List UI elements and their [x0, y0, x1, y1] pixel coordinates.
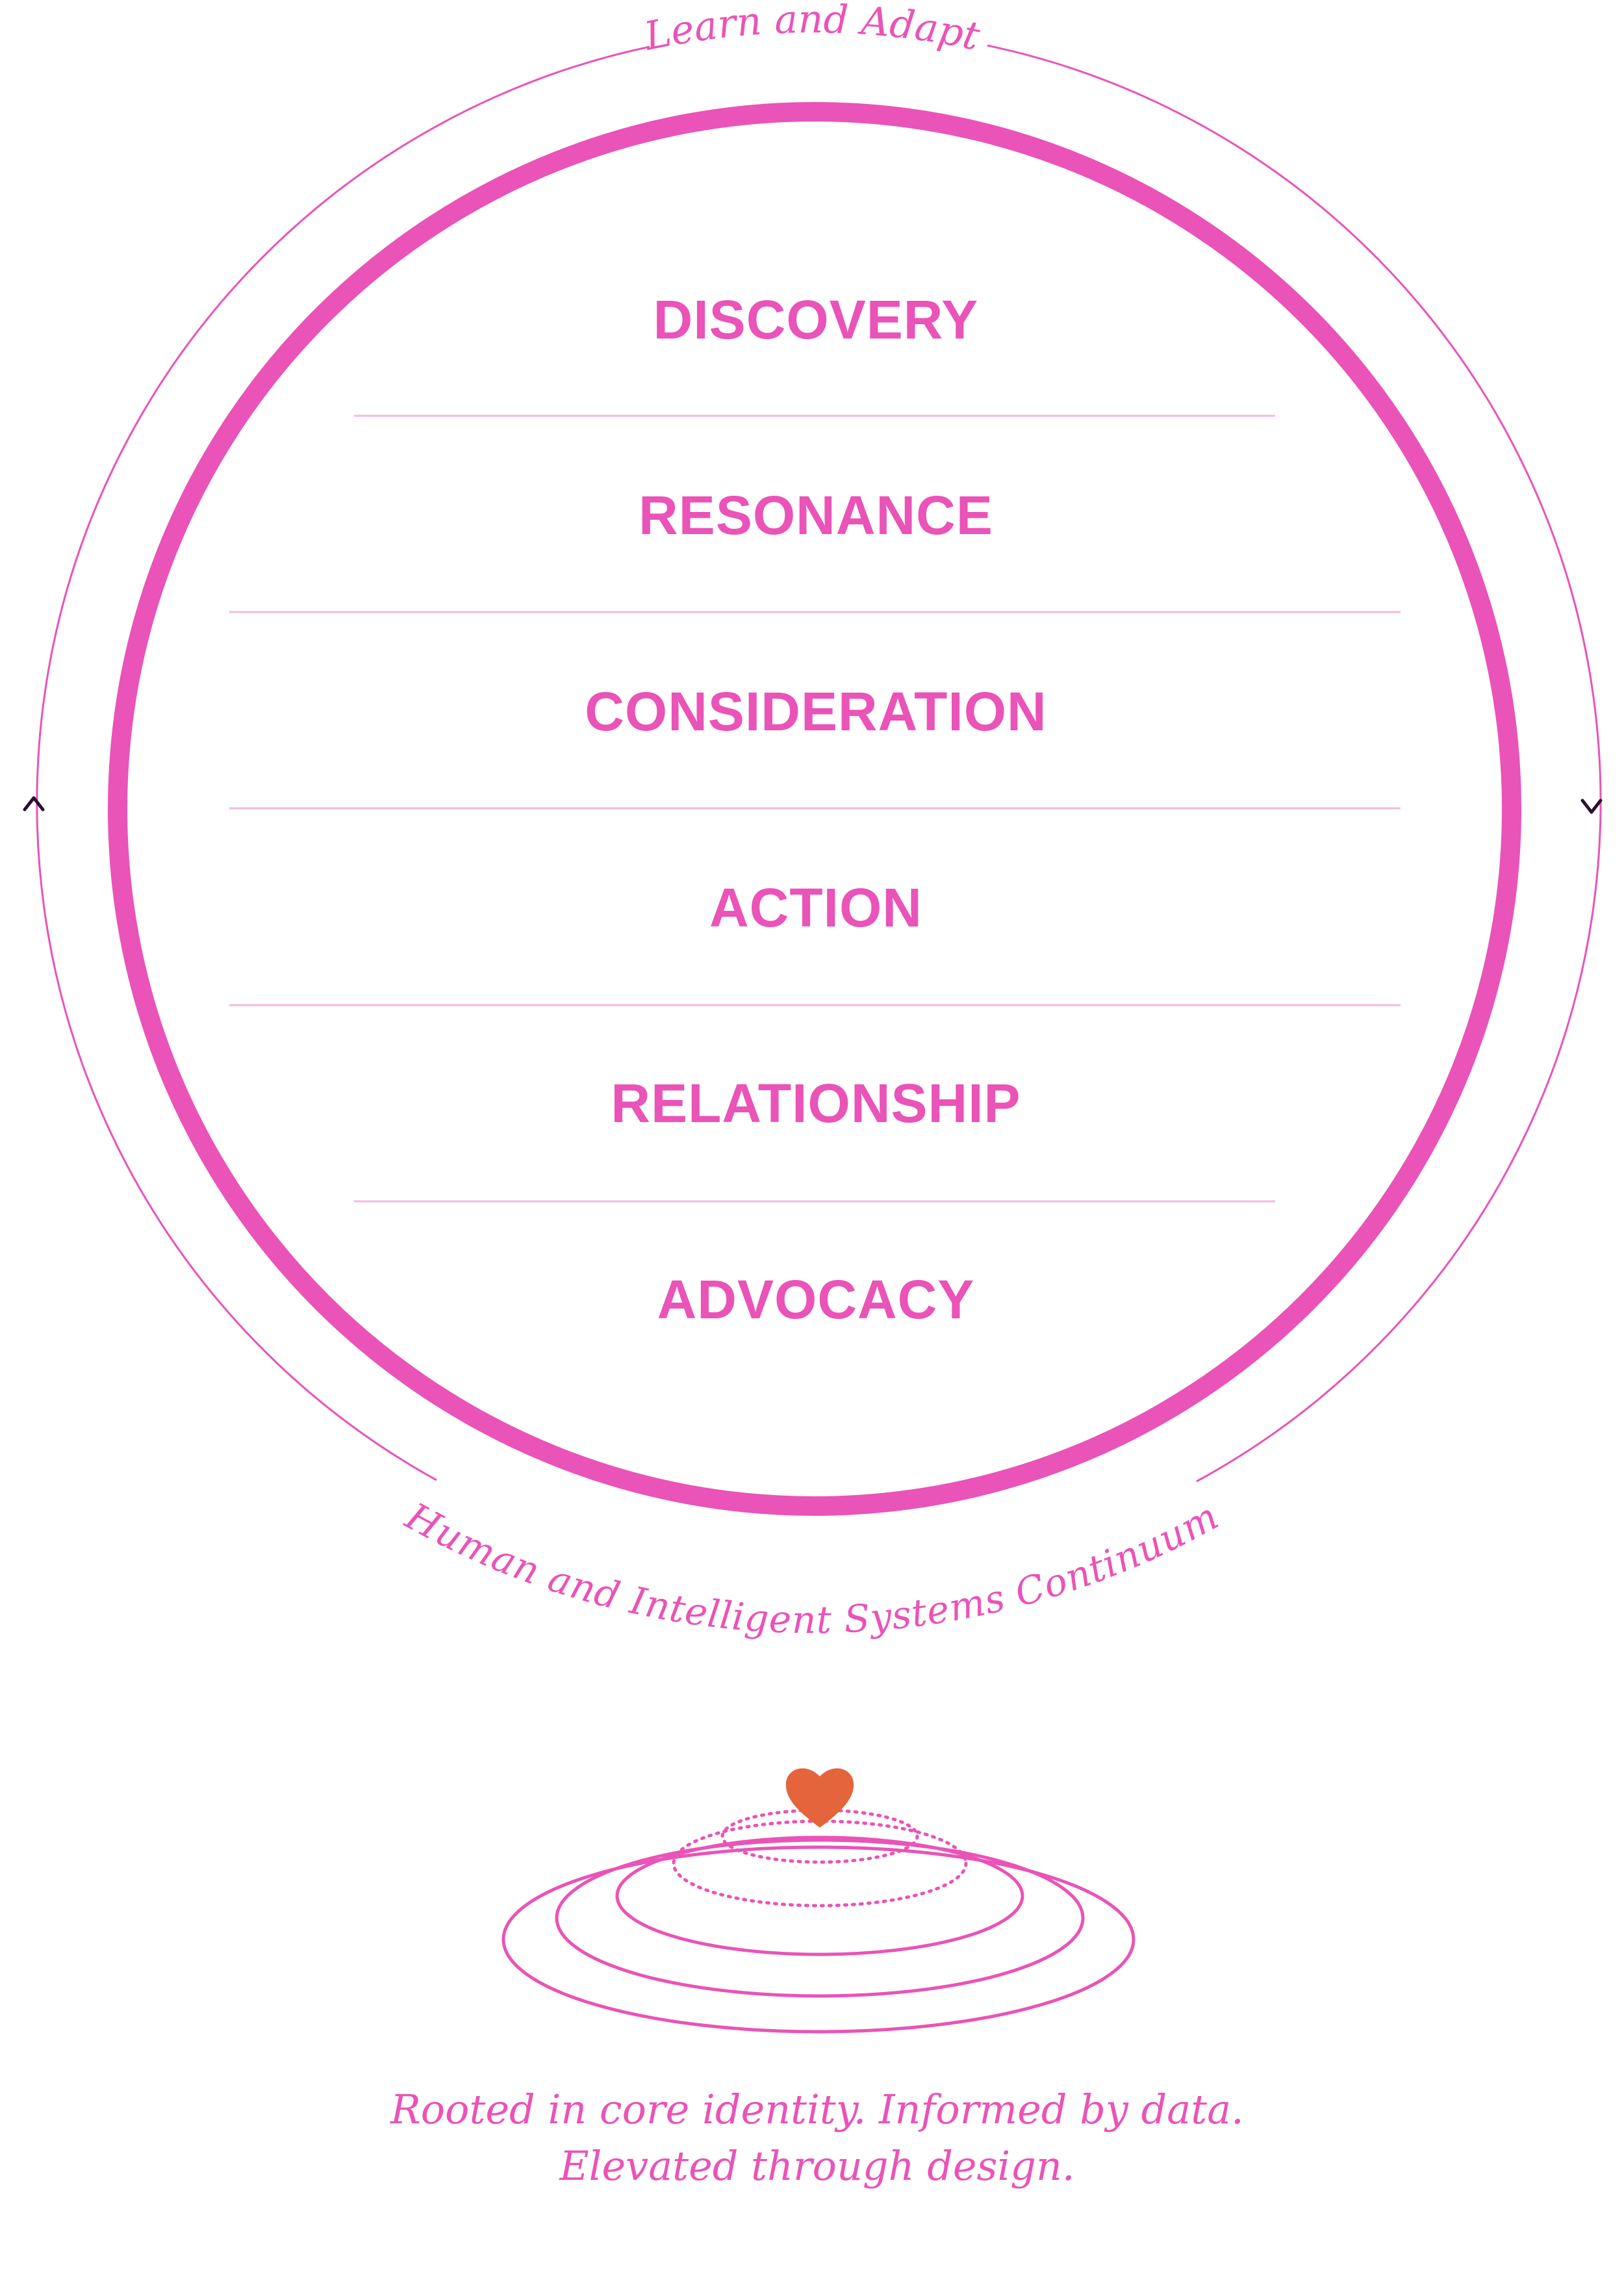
- stage-action: ACTION: [709, 877, 922, 938]
- ripple-middle: [557, 1840, 1083, 1996]
- outer-bottom-label: Human and Intelligent Systems Continuum: [398, 1494, 1225, 1642]
- outer-ring-left-arc: [37, 47, 650, 1480]
- stage-labels: DISCOVERY RESONANCE CONSIDERATION ACTION…: [585, 289, 1047, 1330]
- ripple-dotted-outer: [674, 1821, 966, 1906]
- heart-icon: [786, 1769, 854, 1828]
- chevron-up-icon: [25, 798, 43, 810]
- stage-resonance: RESONANCE: [639, 485, 993, 546]
- stage-advocacy: ADVOCACY: [657, 1269, 975, 1330]
- concentric-ripples-icon: [503, 1810, 1134, 2032]
- outer-top-label-text: Learn and Adapt: [640, 0, 983, 60]
- outer-top-label: Learn and Adapt: [640, 0, 983, 60]
- stage-relationship: RELATIONSHIP: [611, 1073, 1021, 1134]
- tagline-line-2: Elevated through design.: [559, 2142, 1074, 2190]
- tagline-line-1: Rooted in core identity. Informed by dat…: [390, 2086, 1244, 2133]
- stage-discovery: DISCOVERY: [653, 289, 979, 350]
- outer-cycle-ring: [37, 45, 1601, 1481]
- stage-consideration: CONSIDERATION: [585, 681, 1047, 742]
- outer-bottom-label-text: Human and Intelligent Systems Continuum: [398, 1494, 1225, 1642]
- chevron-down-icon: [1582, 800, 1601, 812]
